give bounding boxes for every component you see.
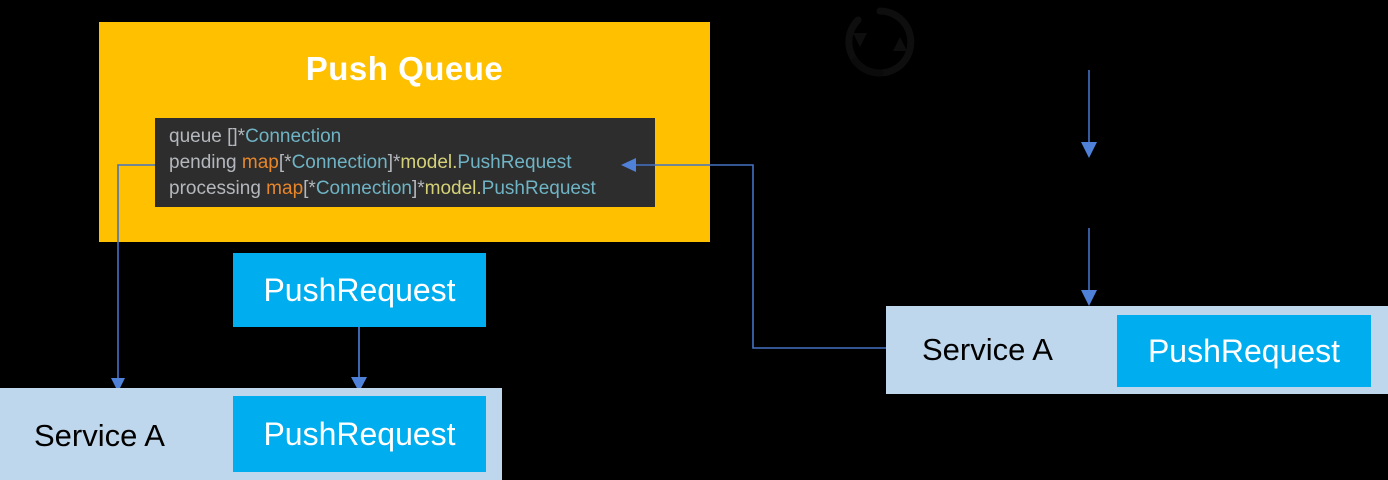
service-a-label-right: Service A: [922, 332, 1053, 367]
push-queue-code-block: queue []*Connection pending map[*Connect…: [155, 118, 655, 207]
code-token: model.: [424, 178, 482, 199]
code-token: Connection: [245, 126, 342, 147]
code-token: ]*: [387, 152, 401, 173]
code-line-processing: processing map[*Connection]*model.PushRe…: [169, 176, 655, 202]
code-tokens-pending: map[*Connection]*model.PushRequest: [237, 152, 572, 173]
code-token: model.: [400, 152, 458, 173]
code-token: PushRequest: [457, 152, 572, 173]
push-request-box-upper-left[interactable]: PushRequest: [233, 253, 486, 327]
code-field-queue: queue: [169, 126, 222, 147]
code-line-pending: pending map[*Connection]*model.PushReque…: [169, 150, 655, 176]
code-token: [*: [278, 152, 292, 173]
connector-pushrequest-to-pushrequest-left: [351, 327, 367, 392]
refresh-circle-icon: [845, 7, 915, 77]
code-tokens-processing: map[*Connection]*model.PushRequest: [261, 178, 596, 199]
code-token: map: [266, 178, 304, 199]
code-field-processing: processing: [169, 178, 261, 199]
code-tokens-queue: []*Connection: [222, 126, 341, 147]
push-queue-title: Push Queue: [305, 50, 504, 87]
code-token: Connection: [315, 178, 412, 199]
push-request-box-inner-left[interactable]: PushRequest: [233, 396, 486, 472]
code-token: Connection: [291, 152, 388, 173]
connector-arrow-right-top: [1081, 70, 1097, 158]
code-token: map: [241, 152, 279, 173]
code-token: [*: [303, 178, 316, 199]
service-a-label-bottom-left: Service A: [34, 418, 165, 453]
code-token: PushRequest: [481, 178, 596, 199]
code-field-pending: pending: [169, 152, 237, 173]
code-token: []*: [221, 126, 246, 147]
code-token: ]*: [411, 178, 425, 199]
code-line-queue: queue []*Connection: [169, 124, 655, 150]
connector-arrow-right-bottom: [1081, 228, 1097, 306]
push-request-box-inner-right[interactable]: PushRequest: [1117, 315, 1371, 387]
